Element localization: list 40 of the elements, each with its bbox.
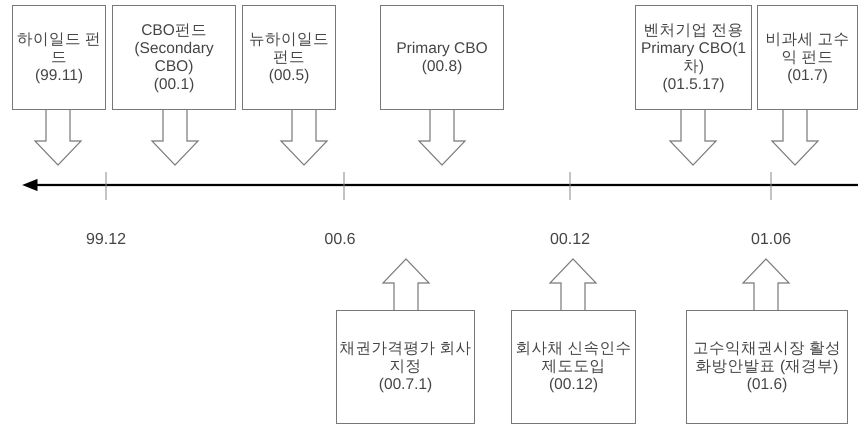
event-box (757, 5, 858, 110)
event-text: (00.5) (268, 66, 310, 84)
event-box (242, 5, 336, 110)
event-text: (01.6) (746, 376, 788, 394)
event-text: (00.8) (422, 58, 462, 76)
event-text: (01.5.17) (662, 76, 725, 94)
block-arrow (280, 109, 328, 166)
event-text: 회사채 신속인수 제도도입 (514, 340, 633, 376)
block-arrow (382, 258, 430, 311)
event-text: 고수익채권시장 활성화방안발표 (재경부) (692, 340, 842, 376)
block-arrow (150, 109, 200, 166)
event-text: (99.11) (35, 66, 83, 84)
event-text: 벤처기업 전용 Primary CBO(1차) (640, 22, 748, 76)
tick-label: 00.12 (550, 231, 590, 249)
event-text: (00.7.1) (378, 376, 432, 394)
tick-label: 99.12 (86, 231, 126, 249)
block-arrow (418, 109, 466, 166)
event-box (12, 5, 106, 110)
event-text: (00.12) (548, 376, 598, 394)
block-arrow (34, 109, 82, 166)
event-text: (00.1) (154, 76, 194, 94)
event-text: 뉴하이일드 펀드 (248, 30, 330, 66)
event-text: CBO펀드 (Secondary CBO) (133, 22, 215, 76)
block-arrow (668, 109, 718, 166)
tick-label: 01.06 (750, 231, 792, 249)
event-box (686, 310, 848, 424)
event-text: 채권가격평가 회사 지정 (338, 340, 473, 376)
event-text: (01.7) (787, 66, 828, 84)
event-text: 비과세 고수익 펀드 (764, 30, 851, 66)
event-text: Primary CBO (396, 40, 488, 58)
block-arrow (548, 258, 598, 311)
event-box (112, 5, 236, 110)
block-arrow (742, 258, 790, 311)
event-box (511, 310, 636, 424)
event-box (380, 5, 504, 110)
block-arrow (770, 109, 820, 166)
event-box (635, 5, 752, 110)
tick-label: 00.6 (324, 231, 356, 249)
event-text: 하이일드 펀드 (16, 30, 102, 66)
event-box (336, 310, 475, 424)
